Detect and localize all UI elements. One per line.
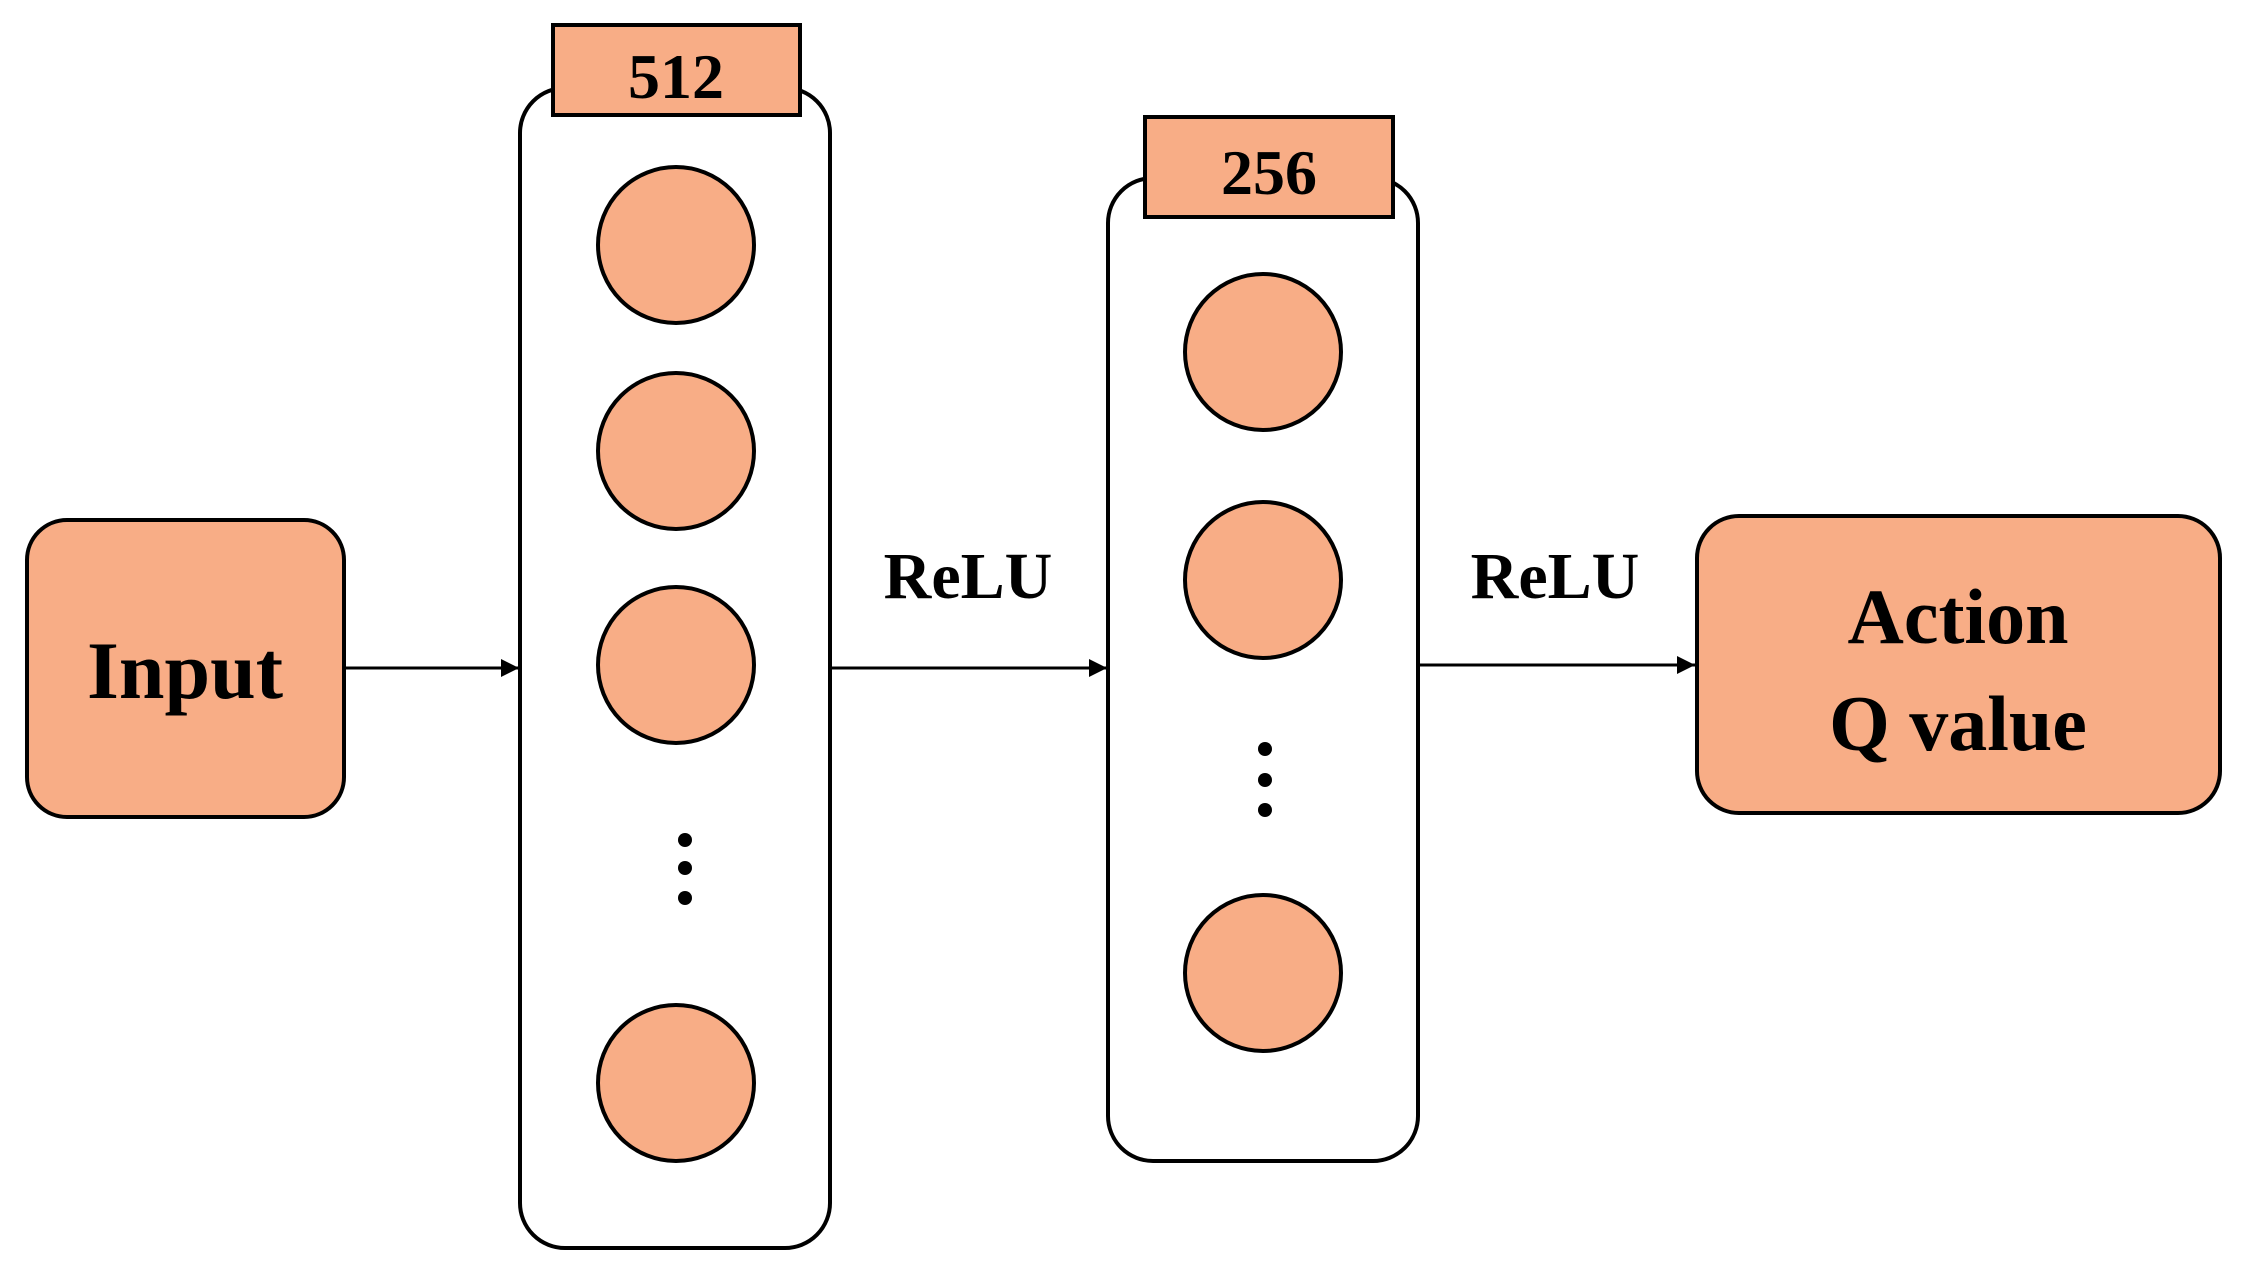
- output-label-line2: Q value: [1829, 680, 2087, 767]
- input-label: Input: [87, 625, 283, 716]
- hidden-layer-2: 256: [1106, 115, 1420, 1163]
- layer1-neuron: [596, 165, 756, 325]
- layer1-neuron: [596, 585, 756, 745]
- layer2-neuron: [1183, 500, 1343, 660]
- layer1-size-label: 512: [628, 41, 724, 112]
- layer2-neuron: [1183, 893, 1343, 1053]
- output-box: [1695, 514, 2222, 815]
- layer2-size-label: 256: [1221, 137, 1317, 208]
- input-block: Input: [25, 518, 346, 819]
- layer1-size-badge: [551, 23, 802, 117]
- output-block: Action Q value: [1695, 514, 2222, 815]
- activation-1-label: ReLU: [884, 540, 1053, 613]
- layer1-neuron: [596, 371, 756, 531]
- output-label-line1: Action: [1848, 573, 2069, 660]
- layer2-neuron: [1183, 272, 1343, 432]
- layer2-size-badge: [1143, 115, 1395, 219]
- layer1-ellipsis: [678, 833, 692, 905]
- layer1-neuron: [596, 1003, 756, 1163]
- hidden-layer-1: 512: [518, 23, 832, 1250]
- activation-2-label: ReLU: [1471, 540, 1640, 613]
- layer2-ellipsis: [1258, 742, 1272, 817]
